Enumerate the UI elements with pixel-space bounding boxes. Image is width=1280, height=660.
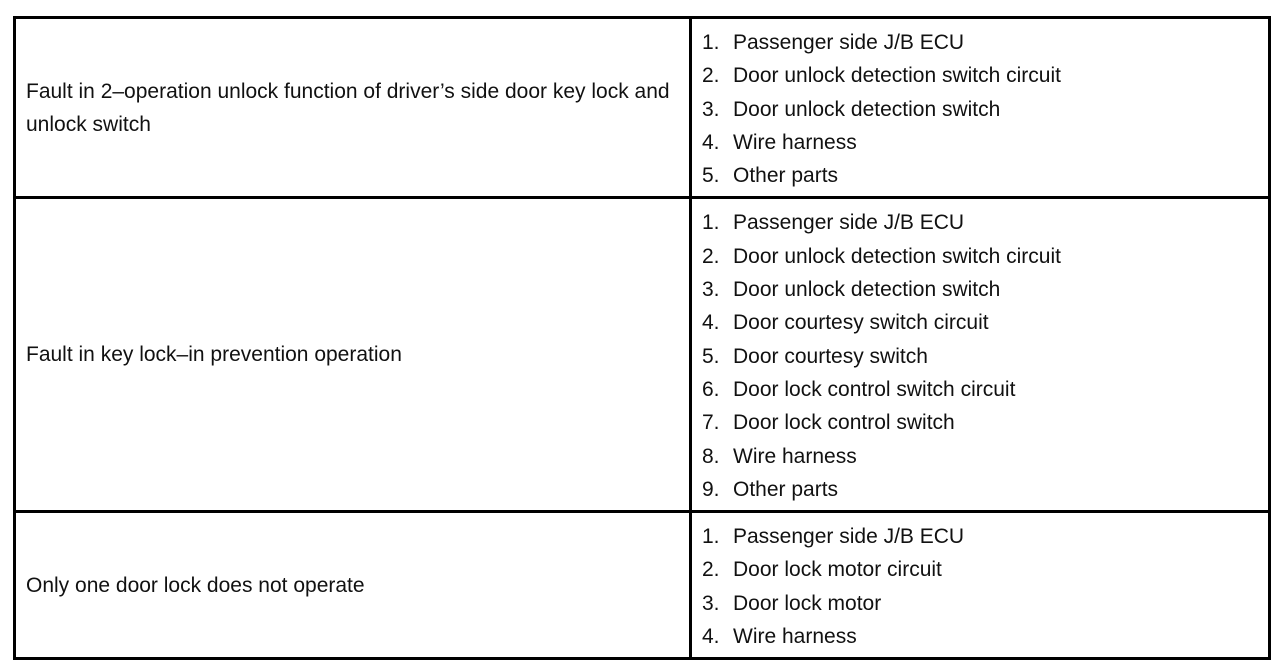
table-body: Fault in 2–operation unlock function of …	[13, 15, 1271, 660]
item-number: 2.	[702, 64, 720, 88]
list-item: 2. Door unlock detection switch circuit	[702, 59, 1258, 92]
list-item: 1. Passenger side J/B ECU	[702, 26, 1258, 59]
item-text: Passenger side J/B ECU	[733, 525, 965, 549]
item-text: Passenger side J/B ECU	[733, 31, 965, 54]
list-item: 7. Door lock control switch	[702, 406, 1258, 439]
list-item: 4. Wire harness	[702, 620, 1258, 653]
list-item: 2. Door unlock detection switch circuit	[702, 240, 1258, 273]
list-item: 9. Other parts	[702, 473, 1258, 506]
list-item: 1. Passenger side J/B ECU	[702, 206, 1258, 239]
item-number: 4.	[702, 311, 720, 335]
item-number: 3.	[702, 278, 720, 302]
list-item: 3. Door unlock detection switch	[702, 273, 1258, 306]
list-item: 4. Door courtesy switch circuit	[702, 306, 1258, 339]
item-text: Wire harness	[733, 625, 857, 649]
item-number: 3.	[702, 97, 720, 121]
suspect-area-list: 1. Passenger side J/B ECU 2. Door unlock de…	[702, 206, 1258, 506]
item-text: Wire harness	[733, 130, 857, 154]
item-number: 4.	[702, 625, 720, 649]
item-number: 5.	[702, 344, 720, 368]
list-item: 1. Passenger side J/B ECU	[702, 520, 1258, 553]
list-item: 4. Wire harness	[702, 126, 1258, 159]
item-number: 9.	[702, 477, 720, 501]
item-text: Wire harness	[733, 444, 857, 468]
item-number: 5.	[702, 164, 720, 188]
item-text: Door lock motor	[733, 591, 882, 615]
item-text: Other parts	[733, 477, 839, 501]
item-number: 4.	[702, 130, 720, 154]
item-number: 1.	[702, 525, 720, 549]
item-number: 1.	[702, 211, 720, 235]
item-text: Door unlock detection switch	[733, 278, 1001, 302]
item-text: Door courtesy switch	[733, 344, 928, 368]
list-item: 3. Door lock motor	[702, 587, 1258, 620]
list-item: 3. Door unlock detection switch	[702, 93, 1258, 126]
list-item: 5. Door courtesy switch	[702, 340, 1258, 373]
item-text: Passenger side J/B ECU	[733, 211, 965, 235]
item-text: Door unlock detection switch	[733, 97, 1001, 121]
table-row: Only one door lock does not operate 1. Pas…	[13, 510, 1271, 660]
item-number: 2.	[702, 244, 720, 268]
item-number: 1.	[702, 31, 720, 54]
item-text: Door lock motor circuit	[733, 558, 942, 582]
item-text: Other parts	[733, 164, 839, 188]
item-text: Door unlock detection switch circuit	[733, 244, 1061, 268]
suspect-area-list: 1. Passenger side J/B ECU 2. Door unlock de…	[702, 26, 1258, 192]
suspect-area-cell: 1. Passenger side J/B ECU 2. Door unlock de…	[689, 196, 1271, 514]
item-number: 7.	[702, 411, 720, 435]
item-text: Door lock control switch	[733, 411, 955, 435]
list-item: 8. Wire harness	[702, 440, 1258, 473]
item-number: 6.	[702, 377, 720, 401]
trouble-symptom-table: Fault in 2–operation unlock function of …	[13, 15, 1271, 660]
table-row: Fault in key lock–in prevention operatio…	[13, 196, 1271, 514]
table-row: Fault in 2–operation unlock function of …	[13, 15, 1271, 200]
item-text: Door unlock detection switch circuit	[733, 64, 1061, 88]
list-item: 5. Other parts	[702, 159, 1258, 192]
item-number: 3.	[702, 591, 720, 615]
suspect-area-cell: 1. Passenger side J/B ECU 2. Door unlock de…	[689, 15, 1271, 200]
suspect-area-list: 1. Passenger side J/B ECU 2. Door lock moto…	[702, 520, 1258, 653]
symptom-cell: Only one door lock does not operate	[13, 510, 692, 660]
suspect-area-cell: 1. Passenger side J/B ECU 2. Door lock moto…	[689, 510, 1271, 660]
list-item: 6. Door lock control switch circuit	[702, 373, 1258, 406]
symptom-cell: Fault in key lock–in prevention operatio…	[13, 196, 692, 514]
item-text: Door courtesy switch circuit	[733, 311, 989, 335]
item-text: Door lock control switch circuit	[733, 377, 1016, 401]
item-number: 2.	[702, 558, 720, 582]
symptom-cell: Fault in 2–operation unlock function of …	[13, 15, 692, 200]
item-number: 8.	[702, 444, 720, 468]
list-item: 2. Door lock motor circuit	[702, 553, 1258, 586]
